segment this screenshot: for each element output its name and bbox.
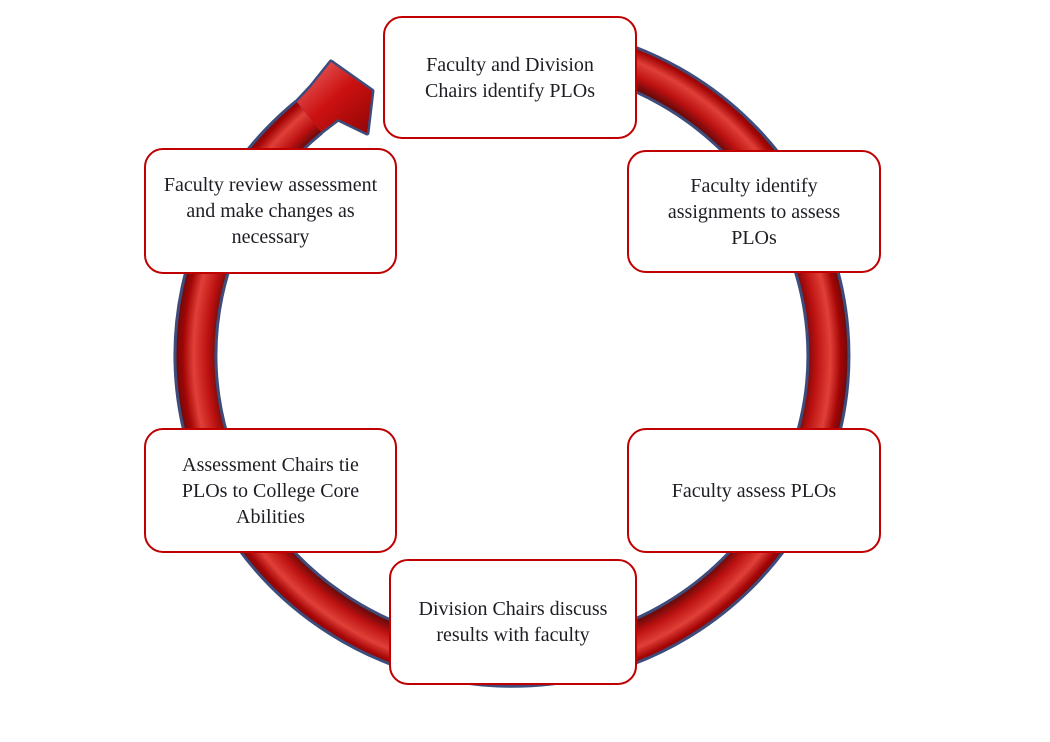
node-tie-core-abilities: Assessment Chairs tie PLOs to College Co… <box>144 428 397 553</box>
node-assess-plos: Faculty assess PLOs <box>627 428 881 553</box>
cycle-arrow-head <box>297 62 372 133</box>
node-discuss-results: Division Chairs discuss results with fac… <box>389 559 637 685</box>
node-label: Faculty review assessment and make chang… <box>163 174 378 248</box>
node-review-assessment: Faculty review assessment and make chang… <box>144 148 397 274</box>
node-identify-assignments: Faculty identify assignments to assess P… <box>627 150 881 273</box>
node-label: Faculty assess PLOs <box>671 479 837 502</box>
node-label: Division Chairs discuss results with fac… <box>418 598 608 646</box>
node-label: Faculty identify assignments to assess P… <box>667 174 841 249</box>
node-label: Assessment Chairs tie PLOs to College Co… <box>181 453 360 528</box>
node-identify-plos: Faculty and Division Chairs identify PLO… <box>383 16 637 139</box>
node-label: Faculty and Division Chairs identify PLO… <box>425 53 595 102</box>
